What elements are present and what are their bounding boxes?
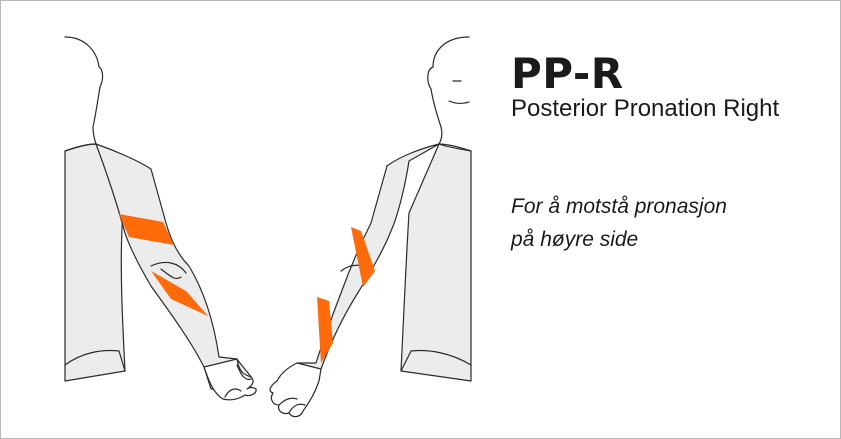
right-figure: [270, 37, 471, 417]
left-figure: [65, 37, 256, 400]
description-line-2: på høyre side: [511, 224, 811, 257]
right-torso: [401, 144, 471, 381]
page-subtitle: Posterior Pronation Right: [511, 97, 779, 121]
right-hand: [270, 363, 321, 417]
page-title: PP-R: [511, 53, 624, 95]
description-line-1: For å motstå pronasjon: [511, 191, 811, 224]
description: For å motstå pronasjon på høyre side: [511, 191, 811, 256]
right-head-outline: [428, 37, 469, 144]
left-head-outline: [65, 37, 103, 144]
